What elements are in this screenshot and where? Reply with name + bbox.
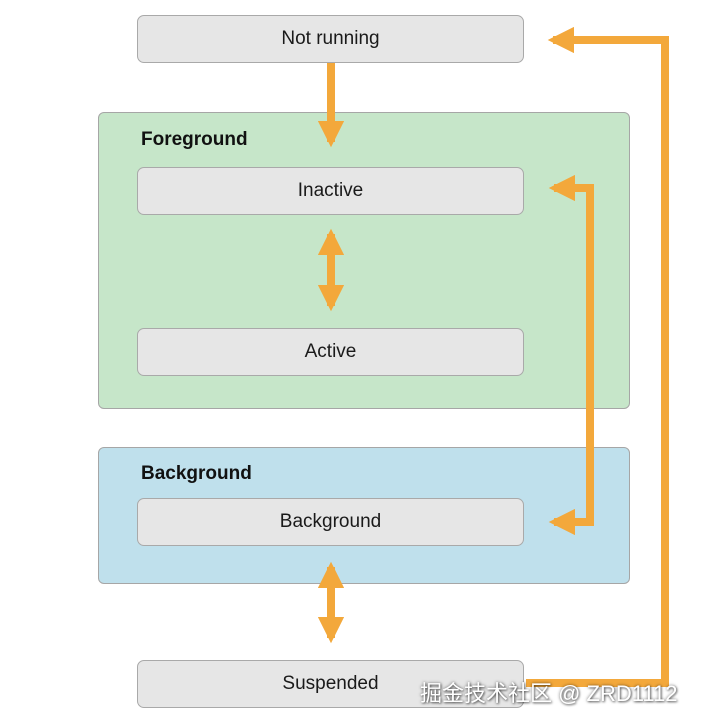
state-inactive: Inactive: [137, 167, 524, 215]
state-suspended: Suspended: [137, 660, 524, 708]
state-active: Active: [137, 328, 524, 376]
arrow-suspended-to-not-running: [526, 26, 669, 687]
arrow-inactive-background: [548, 174, 594, 536]
state-not-running: Not running: [137, 15, 524, 63]
background-group-title: Background: [141, 463, 252, 484]
foreground-group-title: Foreground: [141, 129, 248, 150]
watermark-text: 掘金技术社区 @ ZRD1112: [420, 681, 678, 706]
state-background: Background: [137, 498, 524, 546]
